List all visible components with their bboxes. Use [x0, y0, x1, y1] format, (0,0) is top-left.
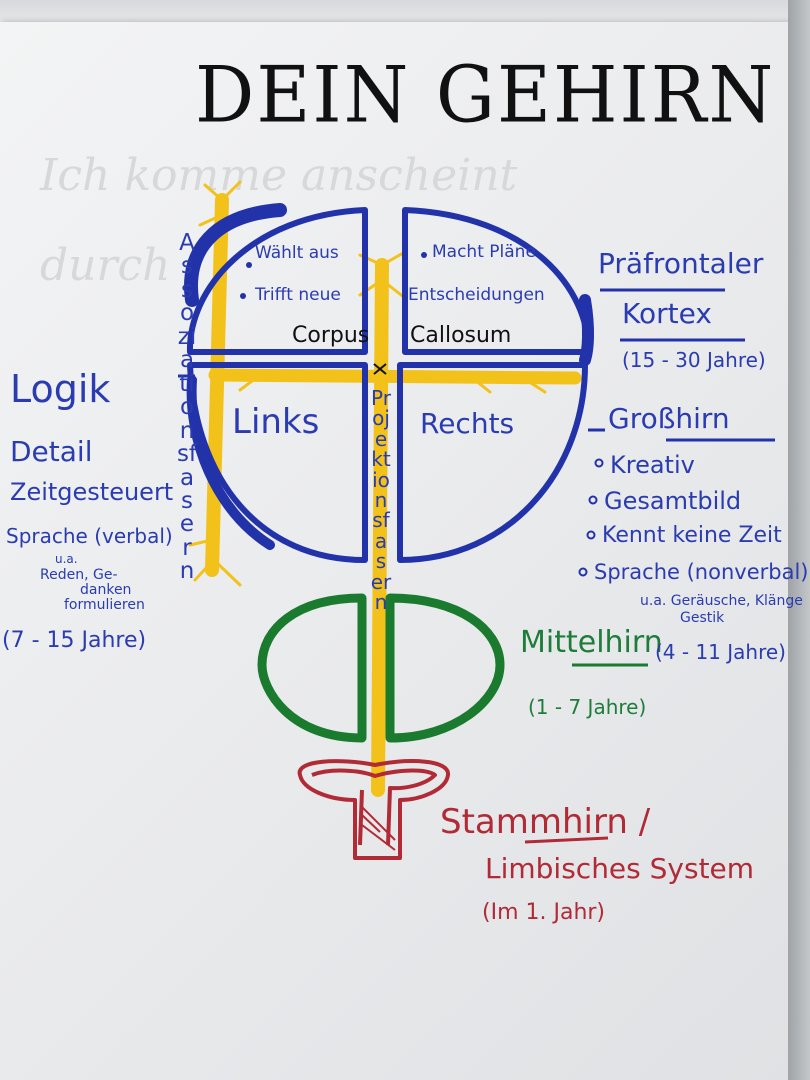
- left-item-danken: danken: [80, 582, 132, 598]
- left-bullet-2: Trifft neue: [255, 285, 341, 305]
- ghost-text-2: durch: [40, 240, 171, 291]
- corpus-label: Corpus: [292, 323, 370, 348]
- stammhirn-shape: [297, 759, 450, 860]
- projektionsfasern-fibers: [208, 250, 582, 797]
- kortex-label: Kortex: [622, 297, 712, 330]
- left-item-zeitgesteuert: Zeitgesteuert: [10, 478, 174, 506]
- callosum-label: Callosum: [410, 323, 512, 348]
- mittelhirn-age-right: (4 - 11 Jahre): [655, 640, 786, 664]
- assoziationsfasern-fibers: [188, 180, 242, 587]
- stammhirn-label: Stammhirn /: [440, 802, 651, 842]
- rechts-label: Rechts: [420, 407, 515, 440]
- ghost-text-1: Ich komme anscheint: [40, 150, 518, 201]
- left-item-ua: u.a.: [55, 552, 78, 566]
- page-title: DEIN GEHIRN: [195, 49, 776, 141]
- projektionsfasern-label: Projektionsfasern: [370, 386, 392, 614]
- flipchart-right-edge: [788, 0, 810, 1080]
- left-bullet-1: Wählt aus: [255, 243, 339, 263]
- links-label: Links: [232, 402, 320, 442]
- grosshirn-item-kreativ: Kreativ: [610, 451, 695, 479]
- flipchart-top-edge: [0, 0, 810, 24]
- grosshirn-sub-2: Gestik: [680, 610, 725, 626]
- grosshirn-item-gesamtbild: Gesamtbild: [604, 487, 742, 515]
- left-item-logik: Logik: [10, 367, 111, 411]
- grosshirn-item-sprache: Sprache (nonverbal): [594, 560, 809, 584]
- left-age: (7 - 15 Jahre): [2, 628, 147, 653]
- right-bullet-1: Macht Pläne: [432, 242, 536, 262]
- mittelhirn-shape: [257, 593, 505, 743]
- left-item-sprache: Sprache (verbal): [6, 524, 173, 548]
- stammhirn-age: (Im 1. Jahr): [482, 900, 606, 925]
- flipchart-sheet: [0, 22, 790, 1080]
- grosshirn-label: Großhirn: [608, 402, 730, 435]
- limbisches-system-label: Limbisches System: [485, 852, 755, 885]
- mittelhirn-label: Mittelhirn: [520, 625, 663, 660]
- left-item-formulieren: formulieren: [64, 597, 145, 613]
- praefrontaler-label: Präfrontaler: [598, 247, 764, 280]
- right-bullet-2: Entscheidungen: [408, 285, 545, 305]
- mittelhirn-age-below: (1 - 7 Jahre): [528, 695, 647, 719]
- grosshirn-sub-1: u.a. Geräusche, Klänge: [640, 593, 803, 609]
- grosshirn-item-zeit: Kennt keine Zeit: [602, 523, 782, 548]
- left-item-detail: Detail: [10, 435, 93, 468]
- praefrontaler-age: (15 - 30 Jahre): [622, 348, 766, 372]
- left-item-reden: Reden, Ge-: [40, 567, 118, 583]
- assoziationsfasern-label: Assoziationsfasern: [176, 230, 198, 585]
